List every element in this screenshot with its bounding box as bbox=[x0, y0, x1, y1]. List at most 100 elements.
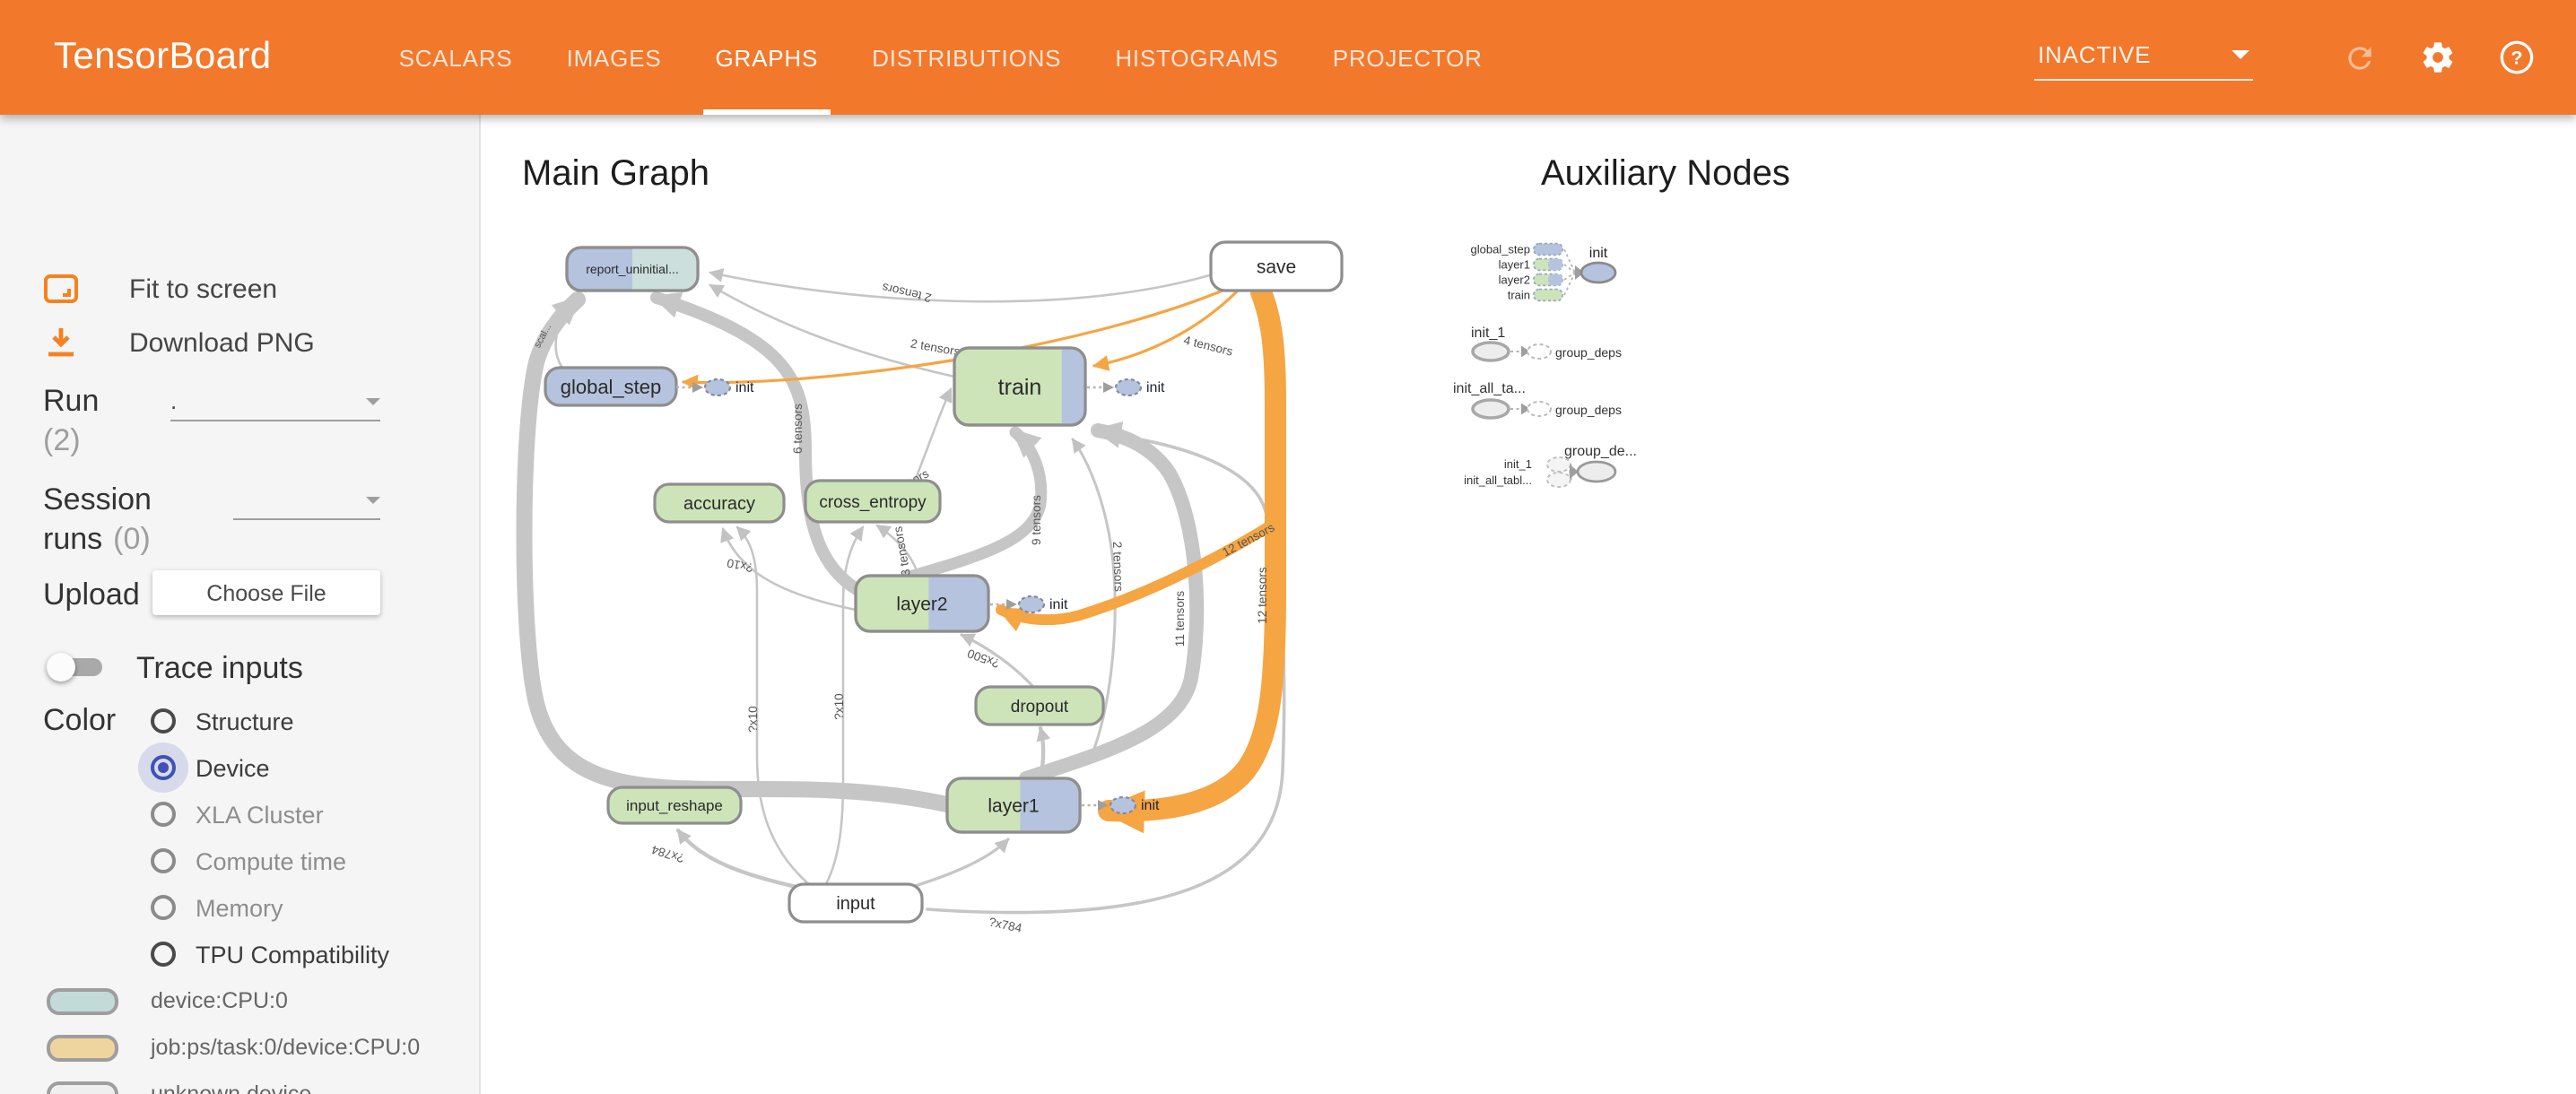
radio-circle bbox=[151, 848, 176, 873]
graph-edge bbox=[735, 525, 813, 888]
radio-label: Device bbox=[196, 754, 270, 781]
status-dropdown[interactable]: INACTIVE bbox=[2034, 35, 2253, 80]
choose-file-button[interactable]: Choose File bbox=[152, 570, 380, 615]
graph-edge bbox=[900, 426, 1048, 584]
radio-xla-cluster[interactable]: XLA Cluster bbox=[151, 796, 324, 832]
init-node[interactable]: init bbox=[1082, 795, 1160, 815]
legend-label: device:CPU:0 bbox=[151, 988, 288, 1013]
graph-node-accuracy[interactable]: accuracy bbox=[653, 482, 786, 524]
fit-to-screen-button[interactable]: Fit to screen bbox=[43, 273, 277, 305]
graph-node-train[interactable]: train bbox=[953, 346, 1087, 427]
tab-scalars[interactable]: SCALARS bbox=[398, 44, 513, 71]
svg-text:dropout: dropout bbox=[1011, 698, 1069, 716]
tab-graphs[interactable]: GRAPHS bbox=[689, 0, 846, 115]
settings-gear-icon[interactable] bbox=[2418, 38, 2458, 77]
init-node[interactable]: init bbox=[990, 595, 1068, 614]
graph-node-input-reshape[interactable]: input_reshape bbox=[606, 786, 743, 825]
graph-node-layer2[interactable]: layer2 bbox=[854, 574, 990, 633]
graph-edge bbox=[996, 518, 1279, 632]
radio-memory[interactable]: Memory bbox=[151, 890, 283, 925]
run-dropdown-value: . bbox=[170, 387, 178, 414]
radio-device[interactable]: Device bbox=[138, 742, 270, 793]
radio-circle bbox=[151, 802, 176, 827]
run-label: Run bbox=[43, 384, 100, 418]
session-runs-dropdown[interactable] bbox=[233, 486, 380, 520]
aux-input-label: layer1 bbox=[1499, 258, 1530, 272]
edge-label: 4 tensors bbox=[1182, 334, 1234, 359]
graph-node-global-step[interactable]: global_step bbox=[544, 366, 678, 407]
edge-label: ?x10 bbox=[832, 693, 846, 720]
run-dropdown[interactable]: . bbox=[170, 387, 380, 421]
fit-to-screen-label: Fit to screen bbox=[129, 274, 278, 304]
graph-edge bbox=[650, 291, 871, 600]
tab-distributions[interactable]: DISTRIBUTIONS bbox=[872, 44, 1062, 71]
graph-node-cross-entropy[interactable]: cross_entropy bbox=[804, 479, 942, 524]
aux-input-label: init_1 bbox=[1504, 457, 1532, 471]
refresh-icon[interactable] bbox=[2339, 38, 2379, 77]
aux-input-label: global_step bbox=[1471, 243, 1531, 256]
graph-pane: Main Graph Auxiliary Nodes scal...2 tens… bbox=[479, 115, 2576, 1094]
edge-label: 2 tensors bbox=[1110, 542, 1126, 593]
tab-histograms[interactable]: HISTOGRAMS bbox=[1115, 44, 1279, 71]
session-runs-label-1: Session bbox=[43, 482, 152, 517]
radio-label: Structure bbox=[196, 708, 294, 734]
legend-swatch bbox=[47, 1034, 118, 1061]
svg-text:train: train bbox=[998, 375, 1042, 400]
aux-node-init[interactable] bbox=[1580, 261, 1617, 284]
svg-text:input_reshape: input_reshape bbox=[626, 797, 723, 814]
legend-row: device:CPU:0 bbox=[47, 985, 288, 1017]
graph-node-save[interactable]: save bbox=[1209, 240, 1344, 292]
graph-node-layer1[interactable]: layer1 bbox=[945, 777, 1082, 834]
graph-node-dropout[interactable]: dropout bbox=[974, 685, 1105, 726]
radio-circle bbox=[151, 708, 176, 734]
svg-text:init: init bbox=[1589, 246, 1608, 261]
sidebar: Fit to screen Download PNG Run (2) . Ses… bbox=[0, 115, 481, 1094]
init-node[interactable]: init bbox=[1087, 378, 1165, 397]
radio-compute-time[interactable]: Compute time bbox=[151, 843, 346, 879]
svg-text:save: save bbox=[1257, 257, 1296, 278]
legend-label: job:ps/task:0/device:CPU:0 bbox=[151, 1035, 421, 1060]
graph-edge bbox=[675, 828, 803, 890]
radio-structure[interactable]: Structure bbox=[151, 703, 294, 739]
tab-images[interactable]: IMAGES bbox=[566, 44, 662, 71]
toggle-thumb bbox=[47, 653, 75, 682]
graph-edge bbox=[720, 527, 857, 612]
radio-label: Memory bbox=[196, 894, 283, 921]
aux-input-label: init_all_tabl... bbox=[1464, 473, 1532, 487]
graph-edge bbox=[1019, 421, 1205, 786]
graph-edge bbox=[516, 291, 959, 813]
tab-projector[interactable]: PROJECTOR bbox=[1332, 44, 1483, 71]
graph-edge bbox=[709, 268, 1214, 303]
help-icon[interactable]: ? bbox=[2497, 38, 2537, 77]
trace-inputs-label: Trace inputs bbox=[136, 651, 303, 685]
aux-ref-label: group_deps bbox=[1555, 345, 1622, 360]
run-count: (2) bbox=[43, 423, 81, 457]
init-node[interactable]: init bbox=[676, 378, 754, 397]
legend-swatch bbox=[47, 1081, 118, 1094]
edge-label: ?x500 bbox=[965, 647, 1001, 671]
edge-label: 2 tensors bbox=[881, 281, 933, 305]
graph-node-input[interactable]: input bbox=[788, 882, 924, 924]
radio-tpu-compatibility[interactable]: TPU Compatibility bbox=[151, 936, 389, 972]
radio-circle bbox=[151, 895, 176, 920]
svg-text:init: init bbox=[1141, 798, 1160, 813]
radio-circle bbox=[138, 742, 188, 793]
graph-edge bbox=[1071, 438, 1117, 764]
graph-edge bbox=[913, 387, 953, 482]
edge-label: 9 tensors bbox=[1030, 495, 1043, 545]
aux-node-group-deps[interactable] bbox=[1576, 460, 1617, 483]
download-png-button[interactable]: Download PNG bbox=[43, 326, 315, 359]
graph-node-report-uninitial-[interactable]: report_uninitial... bbox=[565, 246, 700, 292]
upload-label: Upload bbox=[43, 577, 140, 612]
svg-text:global_step: global_step bbox=[561, 376, 662, 398]
aux-node[interactable] bbox=[1471, 398, 1510, 420]
chevron-down-icon bbox=[366, 398, 380, 405]
edge-label: 6 tensors bbox=[791, 404, 805, 454]
status-value: INACTIVE bbox=[2038, 40, 2152, 67]
svg-text:init: init bbox=[735, 380, 754, 395]
aux-node[interactable] bbox=[1471, 341, 1510, 362]
trace-inputs-toggle[interactable] bbox=[47, 653, 111, 682]
edge-label: ?x10 bbox=[746, 706, 760, 733]
